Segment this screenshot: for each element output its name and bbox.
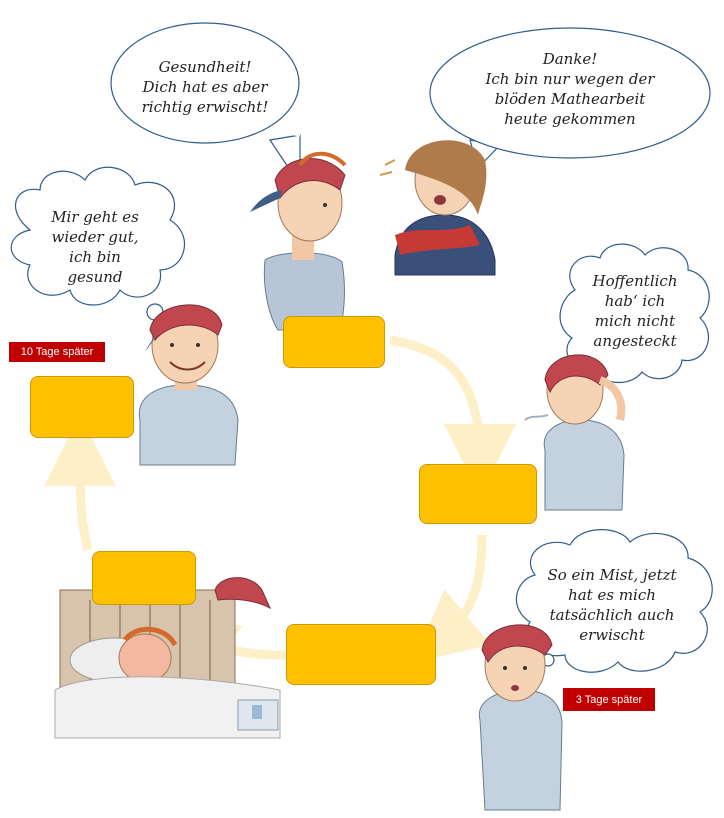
answer-box-bottom[interactable] [286, 624, 436, 685]
bubble-line: hab‘ ich [605, 292, 666, 310]
bubble-line: Dich hat es aber [142, 78, 269, 96]
bubble-line: Ich bin nur wegen der [484, 70, 655, 88]
bubble-line: Mir geht es [50, 208, 139, 226]
answer-box-top[interactable] [283, 316, 385, 368]
bubble-line: angesteckt [593, 332, 677, 350]
answer-box-bed[interactable] [92, 551, 196, 605]
answer-box-left[interactable] [30, 376, 134, 438]
bubble-line: Gesundheit! [159, 58, 252, 76]
bubble-line: Danke! [542, 50, 598, 68]
bubble-line: richtig erwischt! [142, 98, 269, 116]
bubble-line: hat es mich [568, 586, 656, 604]
bubble-line: gesund [67, 268, 122, 286]
bubble-line: Hoffentlich [592, 272, 678, 290]
arrow-right-to-bottom [412, 534, 491, 664]
bubble-line: wieder gut, [52, 228, 139, 246]
answer-box-right[interactable] [419, 464, 537, 524]
bubble-line: So ein Mist, jetzt [547, 566, 677, 584]
bubble-line: ich bin [69, 248, 121, 266]
bubble-line: tatsächlich auch [550, 606, 675, 624]
arrow-top-to-right [389, 335, 516, 496]
tag-three-days: 3 Tage später [563, 688, 655, 711]
bubble-line: blöden Mathearbeit [495, 90, 647, 108]
bubble-line: heute gekommen [504, 110, 635, 128]
tag-ten-days: 10 Tage später [9, 342, 105, 362]
arrow-bed-to-left [44, 414, 117, 552]
bubble-line: mich nicht [595, 312, 676, 330]
bubble-line: erwischt [579, 626, 645, 644]
